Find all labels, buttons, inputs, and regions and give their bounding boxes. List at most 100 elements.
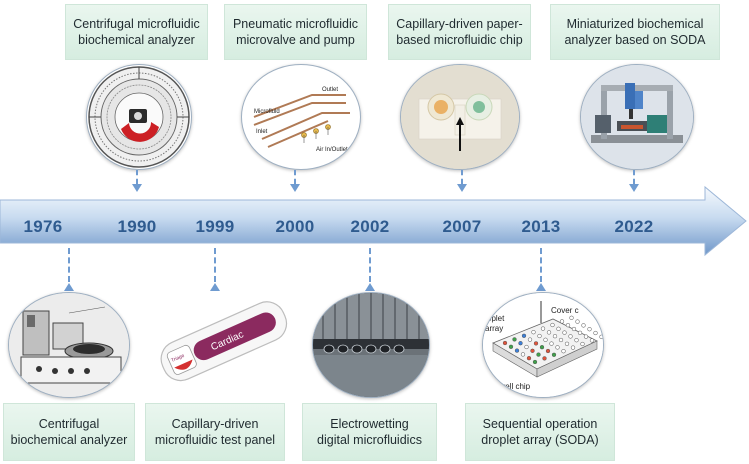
microvalve-schematic-image: Microfluid Inlet Outlet Air In/Outlet [241, 64, 361, 170]
soda-well [559, 319, 565, 324]
soda-label-array: array [485, 324, 503, 333]
soda-well [561, 349, 566, 354]
soda-well [568, 334, 573, 339]
year-label-2000: 2000 [275, 217, 315, 236]
connector-arrow-2000 [290, 184, 300, 192]
milestone-box-2002: Electrowetting digital microfluidics [302, 403, 437, 461]
milestone-box-2000: Pneumatic microfluidic microvalve and pu… [224, 4, 367, 60]
connector-2013 [540, 248, 542, 282]
milestone-label-1999: Capillary-driven microfluidic test panel [154, 417, 276, 447]
soda-well [536, 352, 541, 357]
soda-well [514, 348, 520, 353]
soda-analyzer-image [580, 64, 694, 170]
connector-1999 [214, 248, 216, 282]
soda-well [569, 315, 574, 320]
microvalve-label-inlet: Inlet [256, 129, 268, 135]
microvalve-label-microfluid: Microfluid [254, 109, 280, 115]
year-label-2002: 2002 [350, 217, 390, 236]
milestone-label-2000: Pneumatic microfluidic microvalve and pu… [232, 17, 359, 47]
soda-well [599, 334, 603, 339]
soda-well [521, 333, 527, 338]
connector-arrow-1976 [64, 283, 74, 291]
year-label-1976: 1976 [23, 217, 63, 236]
soda-well [593, 330, 598, 336]
milestone-label-1990: Centrifugal microfluidic biochemical ana… [73, 17, 200, 47]
soda-well [524, 344, 529, 350]
soda-well [558, 337, 564, 343]
connector-arrow-2022 [629, 184, 639, 192]
soda-well [549, 341, 554, 346]
soda-well [532, 359, 538, 365]
soda-array-image: Cover c oplet array owell chip [482, 292, 604, 398]
soda-well [589, 338, 595, 343]
soda-well [540, 326, 546, 331]
timeline-arrow-shape [0, 185, 747, 257]
soda-label-chip: owell chip [495, 382, 531, 391]
soda-well [564, 341, 570, 346]
soda-well [575, 319, 580, 324]
connector-2002 [369, 248, 371, 282]
cardiac-side-text: Triage [170, 353, 185, 364]
connector-2000 [294, 170, 296, 184]
year-label-2007: 2007 [442, 217, 482, 236]
soda-well [543, 337, 548, 342]
milestone-label-2002: Electrowetting digital microfluidics [317, 417, 422, 447]
milestone-label-2007: Capillary-driven paper- based microfluid… [396, 17, 523, 47]
soda-well [537, 333, 542, 339]
connector-1990 [136, 170, 138, 184]
paper-chip-image [400, 64, 520, 170]
connector-1976 [68, 248, 70, 282]
year-label-1999: 1999 [195, 217, 235, 236]
soda-well [577, 330, 583, 335]
connector-2022 [633, 170, 635, 184]
soda-well [527, 337, 533, 342]
soda-well [512, 337, 517, 342]
soda-well [518, 341, 523, 346]
soda-well [539, 345, 545, 350]
year-label-2013: 2013 [521, 217, 561, 236]
soda-well [545, 348, 551, 354]
connector-2007 [461, 170, 463, 184]
soda-well [574, 338, 579, 343]
milestone-label-1976: Centrifugal biochemical analyzer [10, 417, 128, 447]
soda-well [542, 356, 547, 361]
connector-arrow-2013 [536, 283, 546, 291]
milestone-label-2022: Miniaturized biochemical analyzer based … [564, 17, 706, 47]
year-label-2022: 2022 [614, 217, 654, 236]
soda-well [580, 341, 585, 347]
soda-well [502, 340, 508, 346]
soda-well [587, 327, 592, 332]
soda-well [555, 345, 560, 350]
connector-arrow-1990 [132, 184, 142, 192]
electrowetting-droplets-image [312, 292, 430, 398]
connector-arrow-1999 [210, 283, 220, 291]
soda-well [526, 356, 532, 361]
connector-arrow-2002 [365, 283, 375, 291]
milestone-box-1990: Centrifugal microfluidic biochemical ana… [65, 4, 208, 60]
soda-well [570, 345, 576, 350]
soda-well [556, 326, 561, 331]
milestone-box-2022: Miniaturized biochemical analyzer based … [550, 4, 720, 60]
soda-well [546, 330, 552, 335]
soda-well [552, 334, 558, 339]
soda-well [530, 348, 535, 353]
milestone-box-1999: Capillary-driven microfluidic test panel [145, 403, 285, 461]
milestone-box-1976: Centrifugal biochemical analyzer [3, 403, 135, 461]
soda-well [565, 323, 571, 328]
soda-well [581, 323, 586, 328]
milestone-box-2013: Sequential operation droplet array (SODA… [465, 403, 615, 461]
early-analyzer-photo [8, 292, 130, 398]
soda-label-cover: Cover c [551, 306, 579, 315]
connector-arrow-2007 [457, 184, 467, 192]
soda-well [520, 352, 526, 357]
soda-well [583, 334, 589, 339]
soda-well [531, 330, 536, 335]
microvalve-label-outlet: Outlet [322, 87, 338, 93]
microvalve-label-air: Air In/Outlet [316, 147, 348, 153]
milestone-label-2013: Sequential operation droplet array (SODA… [481, 417, 599, 447]
cardiac-test-panel-image: Cardiac Triage [152, 288, 292, 396]
soda-well [550, 322, 555, 328]
soda-well [551, 352, 557, 357]
soda-well [562, 330, 567, 335]
